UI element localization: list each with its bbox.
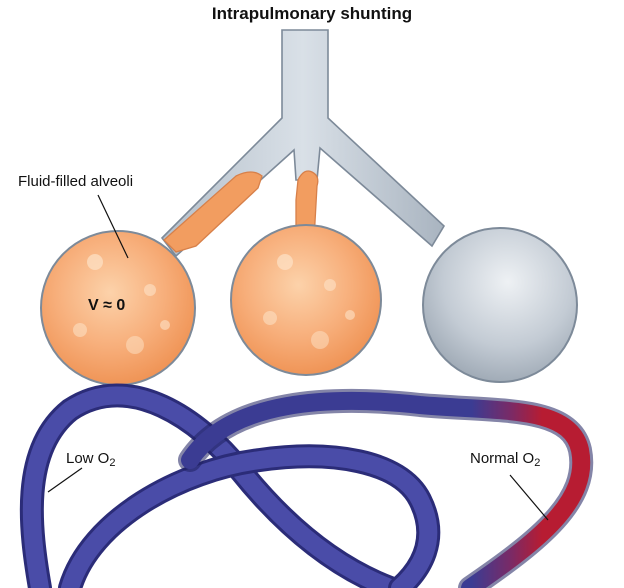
right-alveolus: [422, 227, 578, 383]
low-o2-leader-line: [47, 467, 83, 493]
fluid-alveoli-leader-line: [97, 194, 129, 259]
middle-bronchiole-fluid: [295, 170, 319, 241]
normal-o2-label-subscript: 2: [534, 457, 541, 469]
low-o2-label: Low O2: [66, 450, 115, 469]
low-o2-label-subscript: 2: [109, 457, 116, 469]
low-o2-label-text: Low O: [66, 450, 110, 467]
middle-alveolus: [230, 224, 382, 376]
left-alveolus: [40, 230, 196, 386]
normal-o2-label-text: Normal O: [470, 450, 535, 467]
left-bronchiole-fluid: [163, 171, 263, 253]
diagram-title: Intrapulmonary shunting: [211, 4, 413, 23]
vessel-shunt-to-oxygenated-fill: [181, 391, 591, 588]
vessel-outer-loop-fill: [22, 386, 399, 588]
ventilation-label: V ≈ 0: [88, 297, 126, 314]
fluid-alveoli-label: Fluid-filled alveoli: [18, 173, 134, 190]
normal-o2-leader-line: [509, 474, 549, 521]
vessel-inner-loop-fill: [61, 447, 438, 588]
normal-o2-label: Normal O2: [470, 450, 540, 469]
pulmonary-vessels: [19, 383, 594, 588]
